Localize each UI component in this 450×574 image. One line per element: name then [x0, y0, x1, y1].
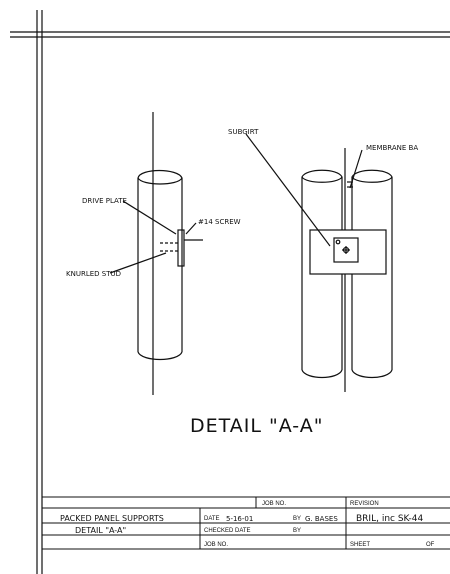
screw-label: #14 SCREW [198, 218, 241, 226]
knurled-stud-label: KNURLED STUD [66, 270, 121, 278]
revision-label: REVISION [350, 501, 379, 507]
job-no-label: JOB NO. [262, 501, 286, 507]
by-value: G. BASES [305, 515, 338, 523]
date-label: DATE [204, 516, 220, 522]
by-label: BY [293, 516, 301, 522]
job-no2-label: JOB NO. [204, 542, 228, 548]
sheet-label: SHEET [350, 542, 370, 548]
drawing-title-line1: PACKED PANEL SUPPORTS [60, 514, 164, 523]
of-label: OF [426, 542, 435, 548]
membrane-label: MEMBRANE BA [366, 144, 418, 152]
detail-title: DETAIL "A-A" [190, 415, 324, 437]
title-block-grid [42, 496, 450, 550]
left-pipe-detail [109, 112, 203, 395]
sheet-border [10, 10, 450, 574]
right-pipe-detail [245, 133, 393, 392]
drive-plate-label: DRIVE PLATE [82, 197, 127, 205]
checked-date-label: CHECKED DATE [204, 528, 251, 534]
company-value: BRIL, inc SK-44 [356, 514, 423, 524]
date-value: 5-16-01 [226, 515, 253, 523]
subgirt-label: SUBGIRT [228, 128, 259, 136]
drawing-title-line2: DETAIL "A-A" [75, 526, 126, 535]
by2-label: BY [293, 528, 301, 534]
